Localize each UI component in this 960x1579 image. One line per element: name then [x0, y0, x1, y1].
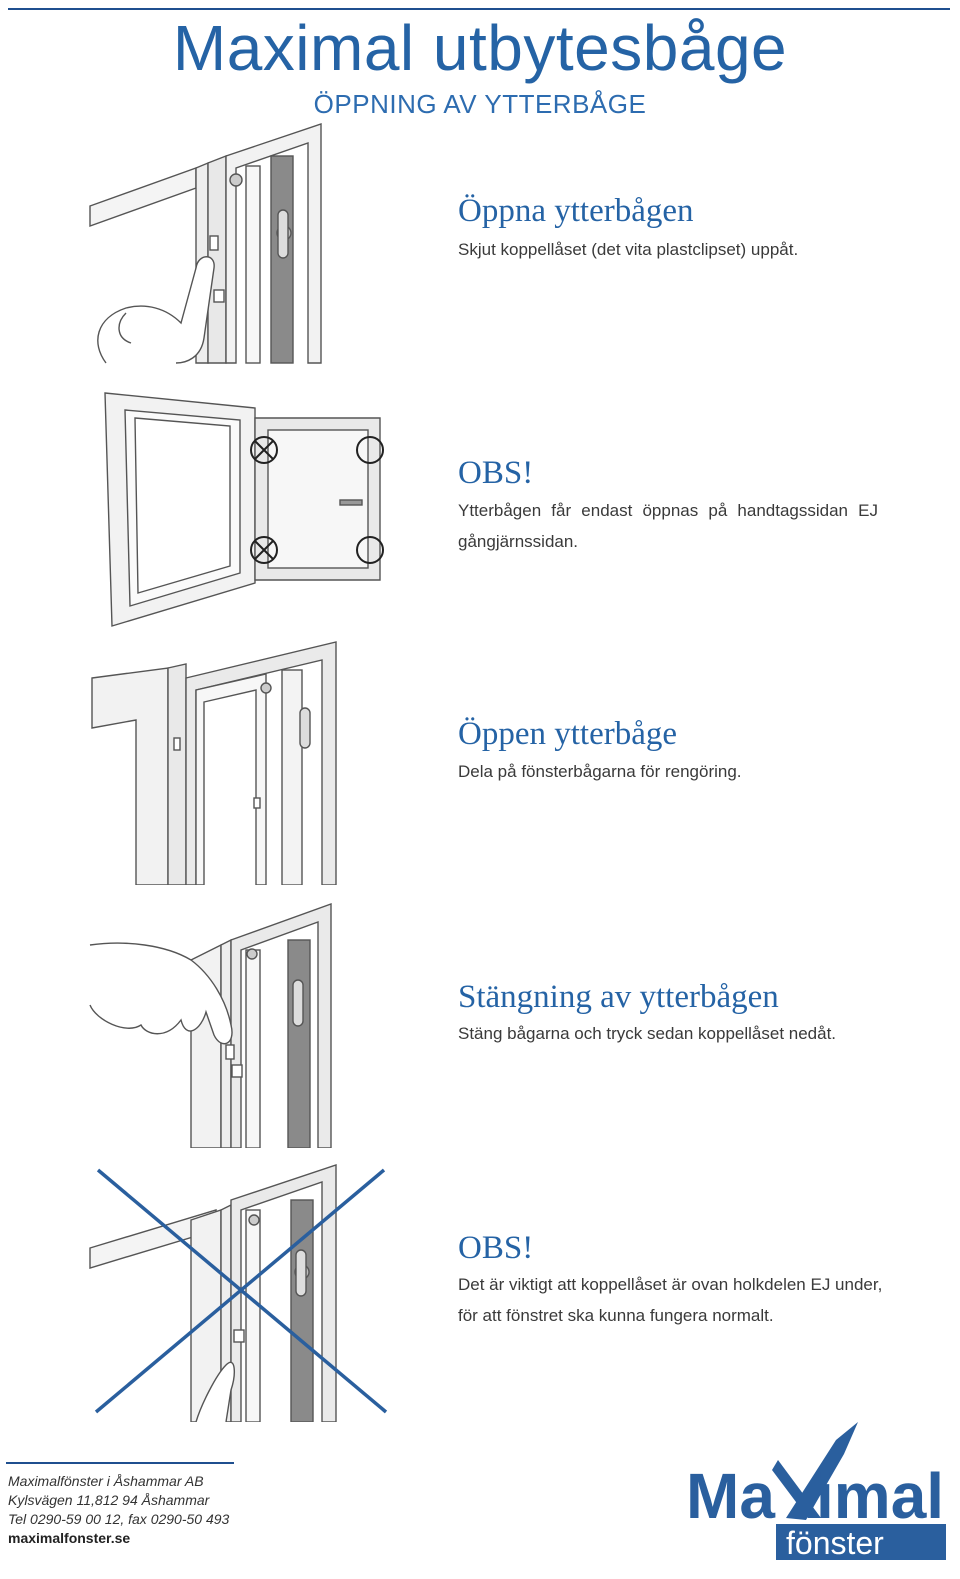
section-4-heading: Stängning av ytterbågen	[458, 979, 779, 1015]
footer-rule	[6, 1462, 234, 1464]
illustration-closing-sash	[89, 903, 332, 1148]
illustration-hinge-side	[104, 392, 384, 627]
section-2-text: Ytterbågen får endast öppnas på handtags…	[458, 501, 878, 551]
logo-text-bottom: fönster	[786, 1525, 884, 1561]
logo-text-left: Ma	[686, 1460, 775, 1532]
footer-website-link[interactable]: maximalfonster.se	[8, 1530, 131, 1546]
section-3-text: Dela på fönsterbågarna för rengöring.	[458, 762, 742, 781]
top-rule	[8, 8, 950, 10]
footer-address: Kylsvägen 11,812 94 Åshammar	[8, 1492, 210, 1508]
maximal-fonster-logo: Ma imal fönster	[686, 1422, 946, 1561]
illustration-open-outer-sash	[91, 641, 337, 885]
section-2-heading: OBS!	[458, 455, 534, 491]
footer-phone: Tel 0290-59 00 12, fax 0290-50 493	[8, 1511, 230, 1527]
section-3-heading: Öppen ytterbåge	[458, 716, 677, 752]
illustration-wrong-position	[89, 1164, 388, 1422]
section-5-heading: OBS!	[458, 1230, 534, 1266]
footer-company: Maximalfönster i Åshammar AB	[8, 1473, 204, 1489]
section-4-text: Stäng bågarna och tryck sedan koppellåse…	[458, 1024, 837, 1043]
section-1-heading: Öppna ytterbågen	[458, 193, 694, 229]
page-subtitle: ÖPPNING AV YTTERBÅGE	[313, 89, 647, 119]
page-title: Maximal utbytesbåge	[172, 12, 788, 84]
section-5-text: Det är viktigt att koppellåset är ovan h…	[458, 1275, 883, 1325]
logo-text-right: imal	[816, 1460, 944, 1532]
section-1-text: Skjut koppellåset (det vita plastclipset…	[458, 240, 799, 259]
illustration-open-sash	[89, 123, 322, 364]
